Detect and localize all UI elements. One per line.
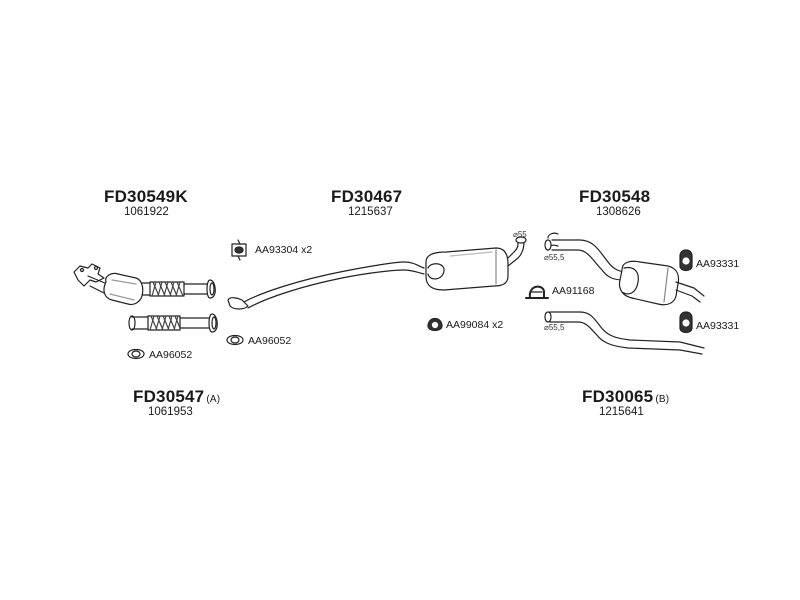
code-fd30549k: FD30549K (104, 187, 188, 206)
rubber-mount-icon (679, 311, 693, 334)
code-fd30547: FD30547(A) (133, 387, 221, 406)
clamp-icon (525, 285, 549, 299)
part-label-aa93331-bottom: AA93331 (696, 320, 740, 332)
front-pipe-alt (128, 313, 218, 333)
number-1215641: 1215641 (599, 406, 644, 418)
part-label-aa99084: AA99084 x2 (446, 319, 504, 331)
rubber-mount-icon (679, 249, 693, 272)
dimension-55-5-top: ⌀55,5 (544, 253, 565, 262)
dimension-55: ⌀55 (513, 230, 527, 239)
code-fd30548: FD30548 (579, 187, 651, 206)
rear-silencer (544, 232, 705, 306)
front-pipe-catalyst (73, 263, 216, 306)
code-fd30065: FD30065(B) (582, 387, 670, 406)
gasket-icon (127, 348, 145, 360)
number-1061922: 1061922 (124, 206, 169, 218)
gasket-icon (226, 334, 244, 346)
code-fd30467: FD30467 (331, 187, 403, 206)
part-label-aa93331-top: AA93331 (696, 258, 740, 270)
number-1308626: 1308626 (596, 206, 641, 218)
part-label-aa93304: AA93304 x2 (255, 244, 313, 256)
part-label-aa91168: AA91168 (552, 285, 595, 297)
rubber-mount-icon (427, 317, 443, 332)
clamp-icon (231, 239, 247, 261)
part-label-aa96052-front: AA96052 (149, 349, 193, 361)
dimension-55-5-bottom: ⌀55,5 (544, 323, 565, 332)
rear-tail-pipe-alt (544, 311, 705, 355)
number-1215637: 1215637 (348, 206, 393, 218)
number-1061953: 1061953 (148, 406, 193, 418)
middle-silencer (227, 236, 527, 310)
part-label-aa96052-mid: AA96052 (248, 335, 292, 347)
